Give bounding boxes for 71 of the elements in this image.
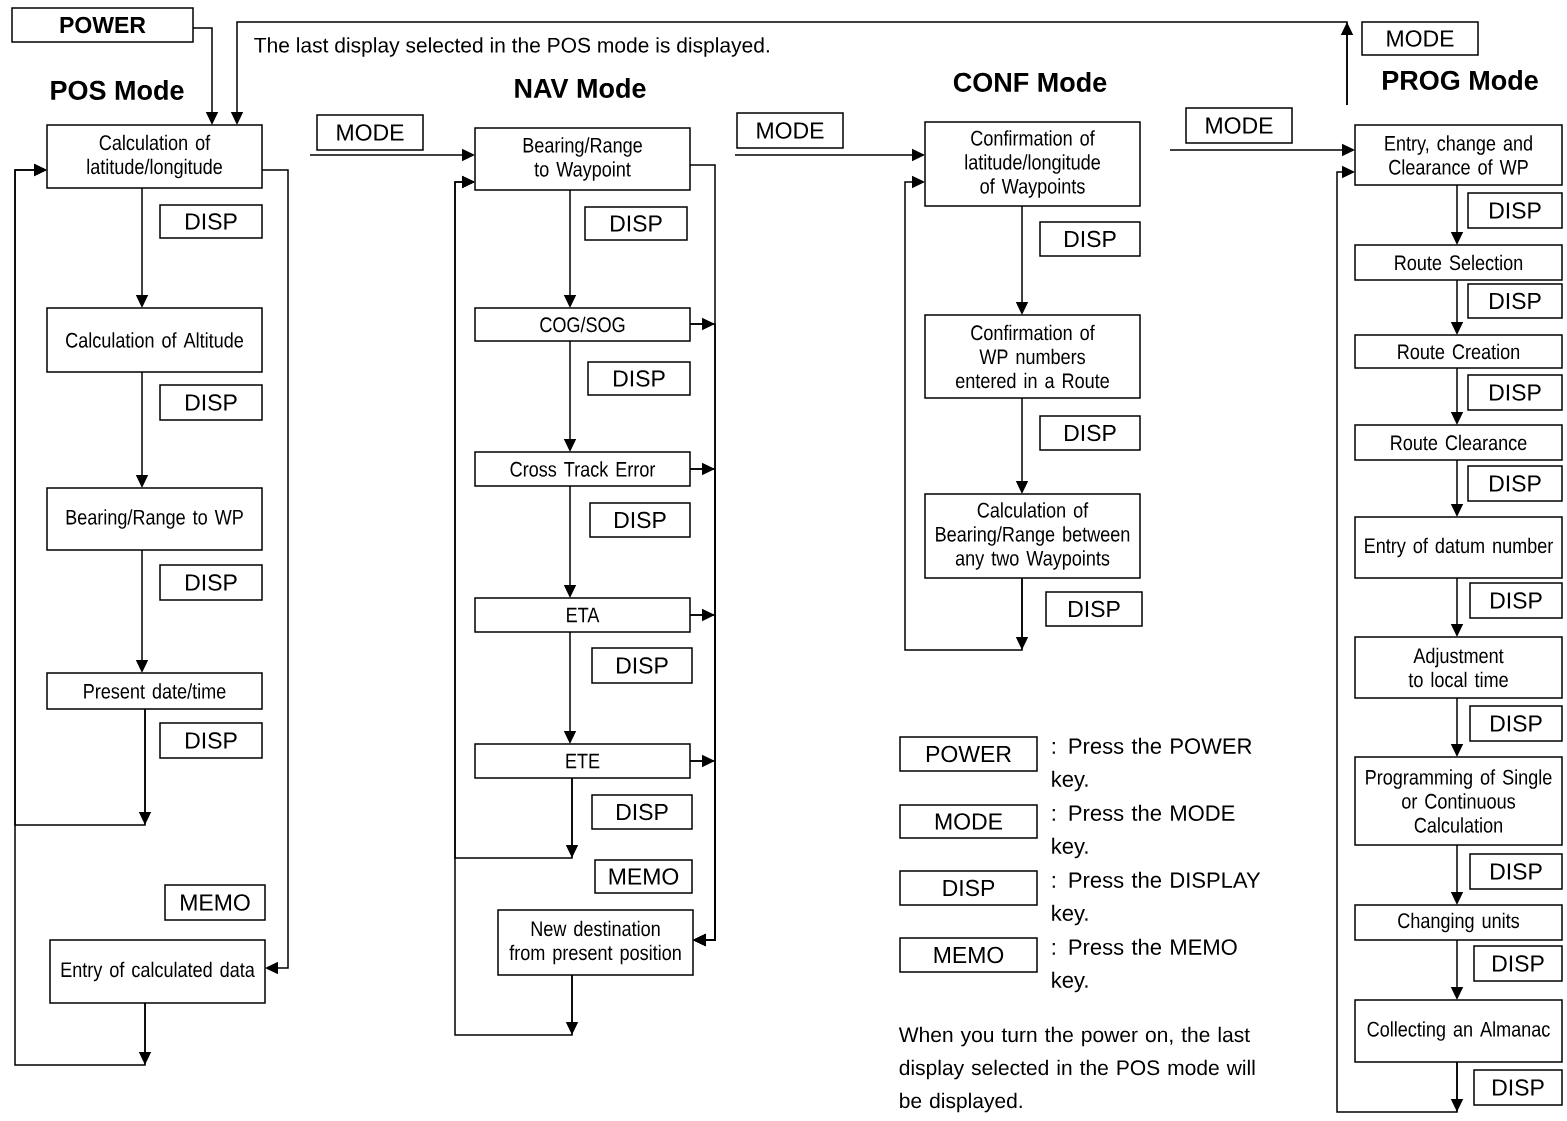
- process-box: Programming of Single or Continuous Calculation: [1354, 756, 1563, 846]
- key-box: DISP: [587, 361, 691, 396]
- arrow: [261, 169, 289, 975]
- key-box: DISP: [159, 564, 263, 601]
- key-box: MODE: [1185, 107, 1293, 144]
- process-box: Collecting an Almanac: [1354, 999, 1563, 1063]
- process-box: Confirmation of latitude/longitude of Waypoints: [924, 121, 1141, 207]
- mode-heading: CONF Mode: [953, 72, 1107, 92]
- process-box: Calculation of Bearing/Range between any two Waypoints: [924, 493, 1141, 579]
- mode-heading: POS Mode: [51, 80, 184, 100]
- key-box: DISP: [1467, 192, 1563, 229]
- key-box: MEMO: [594, 859, 693, 894]
- arrow: [14, 163, 152, 1066]
- key-box: POWER: [11, 7, 194, 43]
- key-box: MEMO: [164, 884, 266, 921]
- process-box: Confirmation of WP numbers entered in a Route: [924, 314, 1141, 399]
- key-description: : Press the DISPLAY key.: [1052, 871, 1261, 926]
- note-text: The last display selected in the POS mode is displayed.: [254, 37, 769, 57]
- key-box: MEMO: [899, 937, 1038, 973]
- key-box: DISP: [159, 204, 263, 239]
- key-box: DISP: [1467, 374, 1563, 411]
- key-box: DISP: [1467, 283, 1563, 319]
- process-box: Route Creation: [1354, 334, 1563, 369]
- process-box: Bearing/Range to WP: [46, 487, 263, 551]
- key-box: DISP: [1045, 591, 1143, 627]
- process-box: Route Clearance: [1354, 424, 1563, 461]
- key-description: : Press the POWER key.: [1052, 737, 1252, 792]
- key-box: DISP: [1469, 582, 1563, 619]
- key-box: DISP: [1469, 705, 1563, 742]
- key-box: DISP: [159, 722, 263, 759]
- key-box: DISP: [591, 647, 693, 684]
- process-box: Bearing/Range to Waypoint: [474, 127, 691, 191]
- key-box: DISP: [1039, 415, 1141, 451]
- arrow: [1336, 165, 1464, 1113]
- process-box: Present date/time: [46, 672, 263, 710]
- key-box: DISP: [899, 870, 1038, 906]
- process-box: Entry of datum number: [1354, 516, 1563, 579]
- arrow: [904, 175, 1029, 651]
- process-box: Calculation of Altitude: [46, 307, 263, 373]
- process-box: New destination from present position: [497, 909, 694, 976]
- key-box: DISP: [1473, 1069, 1563, 1106]
- key-box: DISP: [589, 502, 691, 538]
- key-box: DISP: [1469, 853, 1563, 890]
- key-box: DISP: [1473, 945, 1563, 982]
- process-box: Adjustment to local time: [1354, 636, 1563, 699]
- key-box: POWER: [899, 736, 1038, 772]
- key-box: DISP: [1467, 465, 1563, 502]
- key-box: MODE: [1361, 21, 1479, 56]
- process-box: COG/SOG: [474, 307, 691, 342]
- process-box: ETA: [474, 597, 691, 633]
- process-box: Entry, change and Clearance of WP: [1354, 124, 1563, 186]
- key-description: : Press the MEMO key.: [1052, 938, 1237, 993]
- key-box: MODE: [899, 804, 1038, 839]
- process-box: Changing units: [1354, 904, 1563, 941]
- key-box: MODE: [736, 112, 844, 149]
- mode-heading: PROG Mode: [1383, 70, 1538, 90]
- key-box: DISP: [584, 206, 688, 241]
- process-box: Cross Track Error: [474, 451, 691, 487]
- process-box: Calculation of latitude/longitude: [46, 124, 263, 189]
- process-box: Entry of calculated data: [49, 939, 266, 1004]
- arrow: [454, 175, 579, 1036]
- key-box: MODE: [316, 114, 424, 151]
- mode-heading: NAV Mode: [515, 78, 646, 98]
- key-box: DISP: [159, 384, 263, 421]
- key-description: : Press the MODE key.: [1052, 804, 1235, 859]
- key-box: DISP: [591, 794, 693, 830]
- note-text: When you turn the power on, the last display selected in the POS mode will be displayed.: [898, 1026, 1255, 1113]
- key-box: DISP: [1039, 221, 1141, 257]
- process-box: Route Selection: [1354, 244, 1563, 281]
- process-box: ETE: [474, 743, 691, 779]
- arrow: [689, 754, 716, 947]
